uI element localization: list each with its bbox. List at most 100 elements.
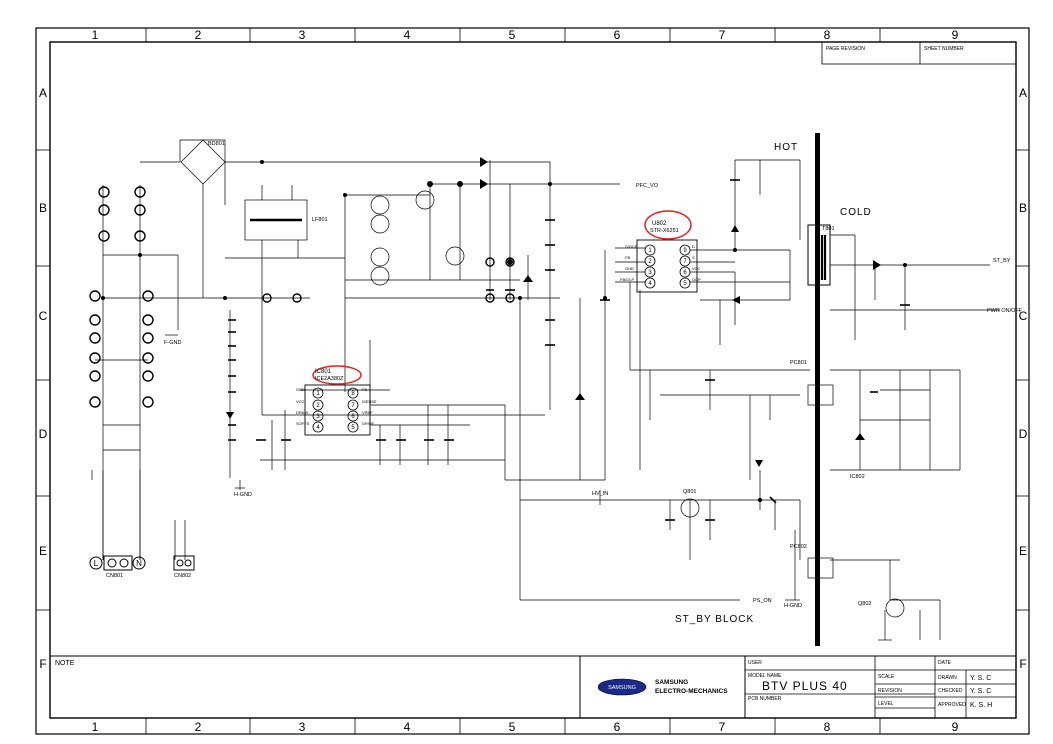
approved-label: APPROVED [938,702,966,708]
col-label: 3 [299,28,306,42]
col-label: 3 [299,720,306,734]
q801-label: Q801 [683,489,696,495]
pc802-label: PC802 [790,544,807,550]
u802-pin-label: S/OCP [625,244,638,249]
drawn-label: DRAWN [938,675,957,681]
pcb-number-label: PCB NUMBER [748,696,782,702]
h-gnd-label: H-GND [234,492,252,498]
checked-label: CHECKED [938,688,963,694]
model-name-label: MODEL NAME [748,673,782,679]
col-label: 7 [719,28,726,42]
u802-pin: 5 [683,281,687,287]
t801-label: T801 [822,226,835,232]
col-label: 4 [404,720,411,734]
ic801-pin: 4 [316,425,320,431]
samsung-logo [597,678,647,696]
l-terminal: L [94,559,99,568]
isolation-barrier [815,133,820,646]
pfc-vo-label: PFC_VO [636,183,659,189]
u802-part: STR-X6251 [650,228,679,234]
outer-frame [35,27,1030,735]
revision-label: REVISION [878,688,902,694]
company-line2: ELECTRO-MECHANICS [655,688,728,695]
u802-pin: 4 [648,281,652,287]
user-label: USER [748,660,762,666]
ic802-label: IC802 [850,474,865,480]
n-terminal: N [136,559,142,568]
u802-ref: U802 [652,221,667,227]
row-label: A [1019,86,1027,100]
row-label: D [39,427,48,441]
u802-pin: 6 [683,270,687,276]
checked-value: Y. S. C [970,688,991,695]
col-label: 6 [614,720,621,734]
row-label: F [39,657,46,671]
u802-pin: 3 [648,270,652,276]
page-revision-label: PAGE REVISION [826,46,865,52]
row-label: A [39,86,47,100]
header-boxes: PAGE REVISION SHEET NUMBER [821,41,1017,65]
ac-connectors: L N [89,555,195,571]
ic801-pin-label: ISENSE [362,399,377,404]
ic801-pin: 1 [316,391,320,397]
col-label: 5 [509,720,516,734]
ic801-pin-label: SOFTS [296,421,310,426]
ic801-pin-label: VREF [362,410,373,415]
hot-label: HOT [774,142,798,153]
ic801-pin: 2 [316,403,320,409]
h-gnd-label: H-GND [784,603,802,609]
junction-dots [101,160,907,502]
ps-on-label: PS_ON [753,598,772,604]
company-line1: SAMSUNG [655,679,688,686]
row-label: D [1019,427,1028,441]
component-marks [228,179,910,521]
u802-pin: 7 [683,259,687,265]
ic801-part: ICE2A380Z [315,376,344,382]
u802-pin: 2 [648,259,652,265]
u802-pin-label: S [692,255,695,260]
col-label: 6 [614,28,621,42]
sheet-number-label: SHEET NUMBER [924,46,964,52]
ic801-pin-label: VCC [296,399,305,404]
row-label: C [1019,309,1028,323]
col-label: 2 [195,28,202,42]
u802-pin-label: FB/OLP [620,277,635,282]
col-label: 9 [952,720,959,734]
model-name-value: BTV PLUS 40 [762,679,848,693]
lf801-label: LF801 [312,217,328,223]
ic801-pin-label: DRIVE [362,421,375,426]
f-gnd-label: F-GND [164,340,181,346]
u802: U802 STR-X6251 1 2 3 4 9 7 6 5 S/OCP FB … [620,210,701,293]
col-label: 5 [509,28,516,42]
drawn-value: Y. S. C [970,675,991,682]
cn801-label: CN801 [106,573,123,579]
u802-pin-label: FB [625,255,630,260]
ic801-pin: 6 [351,414,355,420]
ic801-pin-label: FB [362,387,367,392]
bd801-label: BD801 [208,141,225,147]
row-label: B [1019,201,1027,215]
ic801-pin-label: DRAIN [296,410,309,415]
u802-pin: 9 [683,248,687,254]
row-label: F [1019,657,1026,671]
col-label: 4 [404,28,411,42]
q802-label: Q802 [858,601,871,607]
col-label: 7 [719,720,726,734]
ic801-pin: 3 [316,414,320,420]
row-label: E [39,544,47,558]
diodes [226,157,881,467]
level-label: LEVEL [878,701,894,707]
pwr-on-off-input: PWR ON/OFF [987,308,1023,314]
approved-value: K. S. H [970,702,992,709]
u802-pin: 1 [648,248,652,254]
scale-label: SCALE [878,674,895,680]
column-ticks [145,28,881,734]
standby-block-label: ST_BY BLOCK [675,614,754,625]
col-label: 1 [92,28,99,42]
u802-highlight [644,210,692,240]
pc801-label: PC801 [790,360,807,366]
cold-label: COLD [840,207,872,218]
row-label: C [39,309,48,323]
col-label: 1 [92,720,99,734]
